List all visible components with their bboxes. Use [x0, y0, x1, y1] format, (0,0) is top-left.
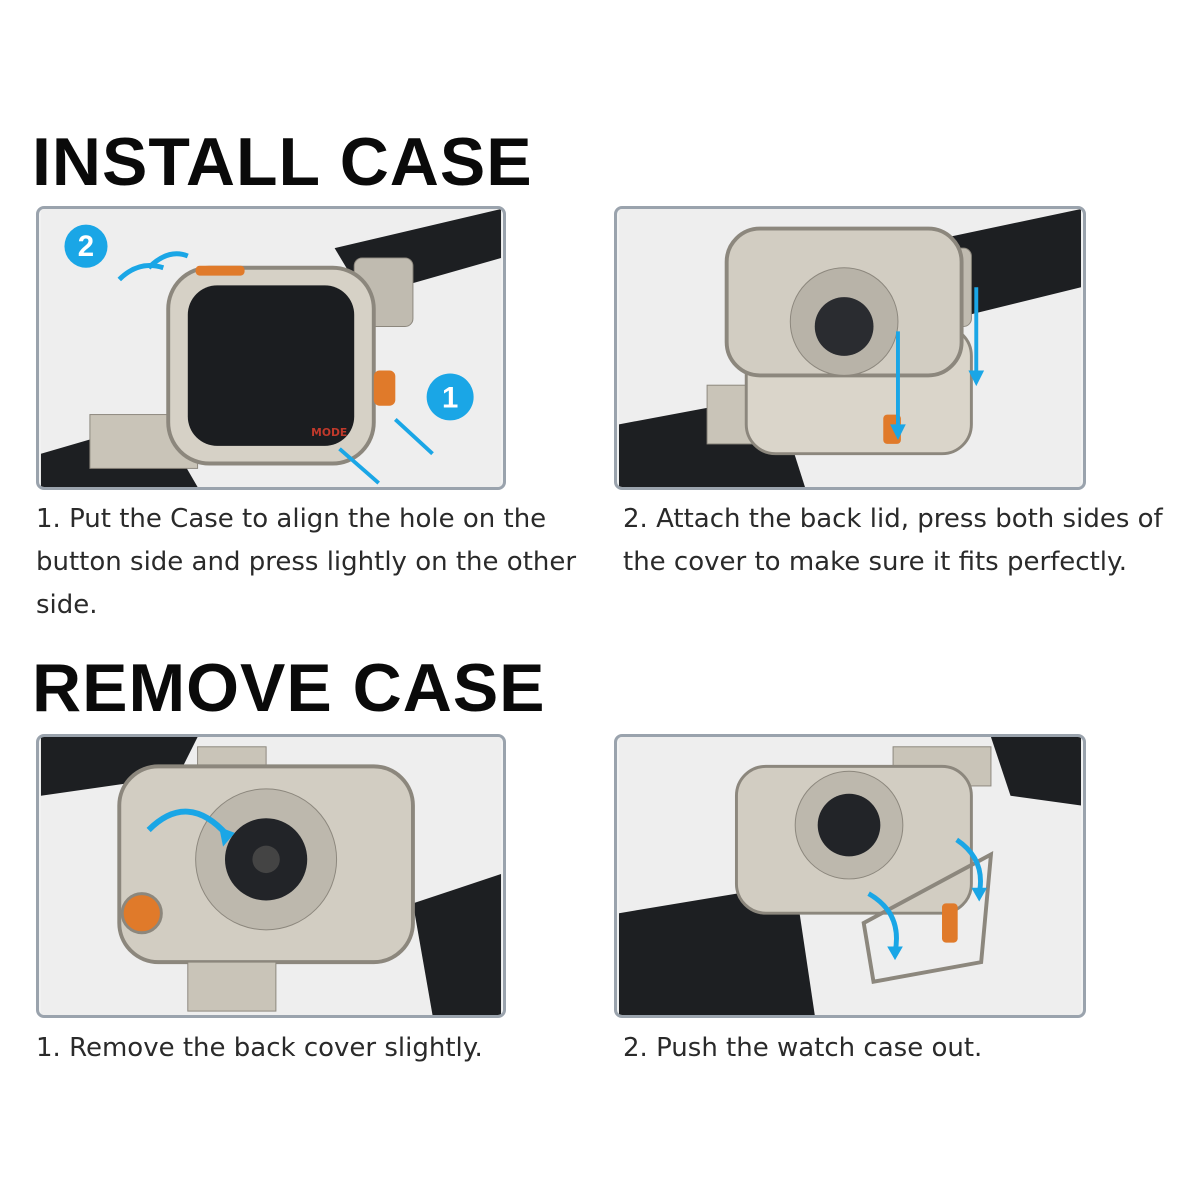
arrow-icon [393, 418, 434, 456]
install-step1-caption: 1. Put the Case to align the hole on the… [36, 504, 577, 620]
action-button [942, 903, 958, 943]
step-badge-2 [64, 224, 108, 268]
watch-back-cover-illustration [40, 737, 502, 1015]
arrow-icon [146, 808, 230, 837]
arrow-icon [867, 891, 899, 953]
arrow-icon [338, 447, 380, 485]
action-button [373, 370, 396, 406]
arrow-head-icon [968, 370, 985, 387]
watch-screen-opening [187, 285, 355, 446]
step-badge-1-label: 1 [442, 382, 458, 415]
watch-band-bottom [412, 874, 502, 1015]
mode-label: MODE [311, 426, 347, 439]
watch-case-removal-illustration [618, 737, 1082, 1015]
remove-step1-image [36, 734, 506, 1018]
watch-band-top [40, 737, 198, 796]
install-step1-image: MODE 2 1 [36, 206, 506, 490]
install-step2-image [614, 206, 1086, 490]
arrow-icon [955, 837, 983, 895]
case-frame-outline [861, 851, 994, 984]
remove-step2-caption: 2. Push the watch case out. [623, 1033, 983, 1063]
remove-step2-image [614, 734, 1086, 1018]
arrow-head-icon [890, 424, 906, 441]
sensor [817, 793, 881, 857]
watch-band-top [990, 737, 1082, 806]
band-connector [187, 961, 277, 1012]
install-step2-caption: 2. Attach the back lid, press both sides… [623, 504, 1163, 577]
remove-case-heading: REMOVE CASE [32, 650, 546, 726]
step-badge-2-label: 2 [78, 230, 94, 263]
watch-case-illustration: MODE 2 1 [40, 209, 502, 487]
arrow-head-icon [971, 887, 988, 902]
sensor-center [252, 845, 280, 874]
remove-step1-caption: 1. Remove the back cover slightly. [36, 1033, 483, 1063]
orange-accent [195, 265, 245, 276]
watch-band-bottom [618, 883, 815, 1015]
step-badge-1 [426, 373, 474, 421]
sensor [814, 297, 874, 356]
arrow-head-icon [219, 827, 235, 847]
arrow-head-icon [887, 946, 903, 961]
watch-back-lid-illustration [618, 209, 1082, 487]
digital-crown [120, 892, 163, 935]
install-case-heading: INSTALL CASE [32, 124, 533, 200]
arrow-icon [117, 263, 165, 282]
